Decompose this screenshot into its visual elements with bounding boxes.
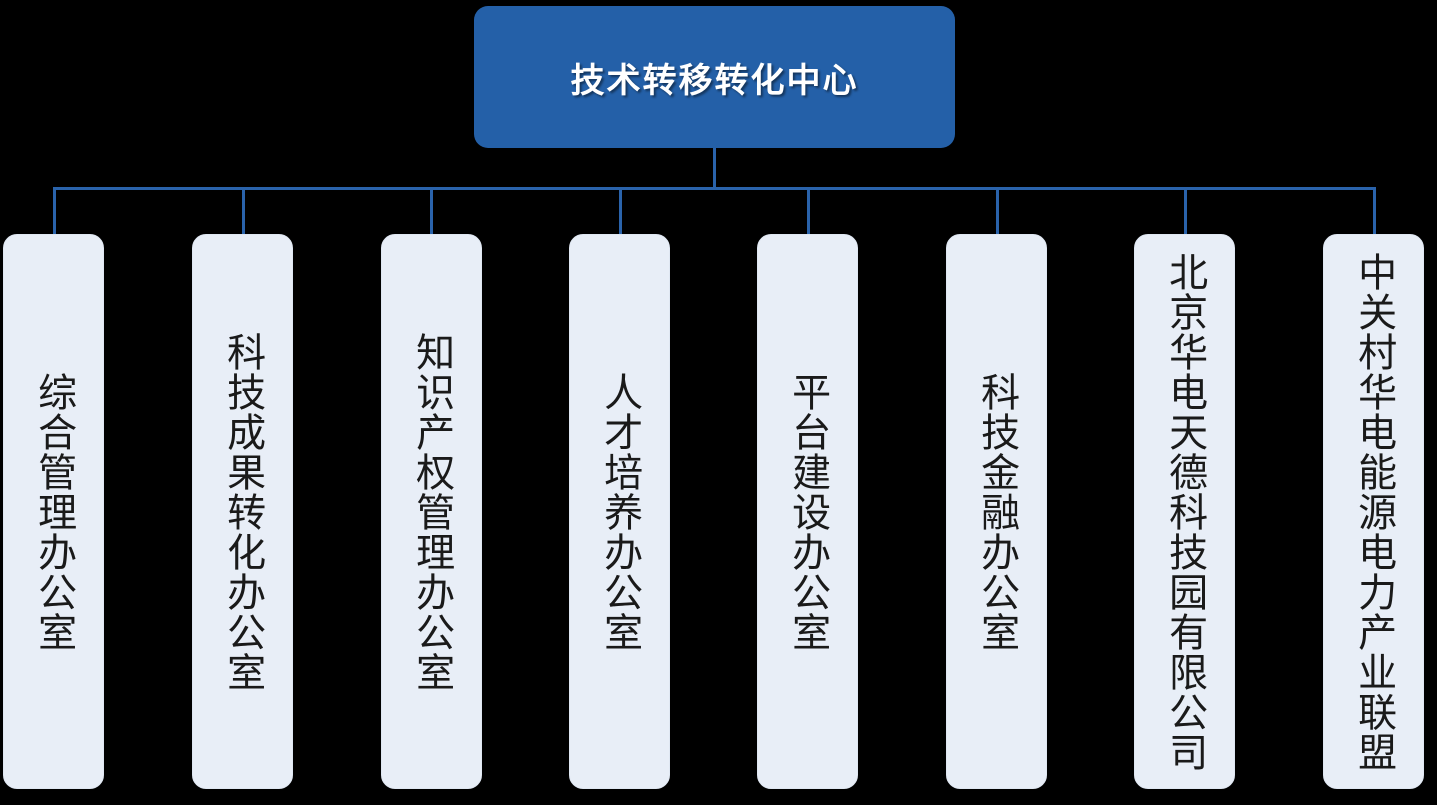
child-node-1-label: 综合管理办公室 [31, 371, 77, 652]
child-node-2[interactable]: 科技成果转化办公室 [192, 234, 293, 789]
connector-drop-5 [807, 187, 810, 235]
child-node-5-label: 平台建设办公室 [785, 371, 831, 652]
connector-drop-6 [996, 187, 999, 235]
child-node-7-label: 北京华电天德科技园有限公司 [1162, 251, 1208, 772]
child-node-8[interactable]: 中关村华电能源电力产业联盟 [1323, 234, 1424, 789]
connector-drop-4 [619, 187, 622, 235]
child-node-6-label: 科技金融办公室 [974, 371, 1020, 652]
child-node-3-label: 知识产权管理办公室 [409, 331, 455, 692]
child-node-4[interactable]: 人才培养办公室 [569, 234, 670, 789]
root-node-technology-transfer-center[interactable]: 技术转移转化中心 [474, 6, 955, 148]
child-node-8-label: 中关村华电能源电力产业联盟 [1351, 251, 1397, 772]
connector-drop-1 [53, 187, 56, 235]
connector-drop-2 [242, 187, 245, 235]
connector-drop-7 [1184, 187, 1187, 235]
root-node-label: 技术转移转化中心 [570, 60, 859, 101]
child-node-3[interactable]: 知识产权管理办公室 [381, 234, 482, 789]
child-node-7[interactable]: 北京华电天德科技园有限公司 [1134, 234, 1235, 789]
connector-horizontal-bus [53, 187, 1375, 190]
connector-drop-3 [430, 187, 433, 235]
child-node-1[interactable]: 综合管理办公室 [3, 234, 104, 789]
connector-root-stem [713, 148, 716, 189]
child-node-2-label: 科技成果转化办公室 [220, 331, 266, 692]
child-node-5[interactable]: 平台建设办公室 [757, 234, 858, 789]
child-node-4-label: 人才培养办公室 [597, 371, 643, 652]
child-node-6[interactable]: 科技金融办公室 [946, 234, 1047, 789]
connector-drop-8 [1373, 187, 1376, 235]
